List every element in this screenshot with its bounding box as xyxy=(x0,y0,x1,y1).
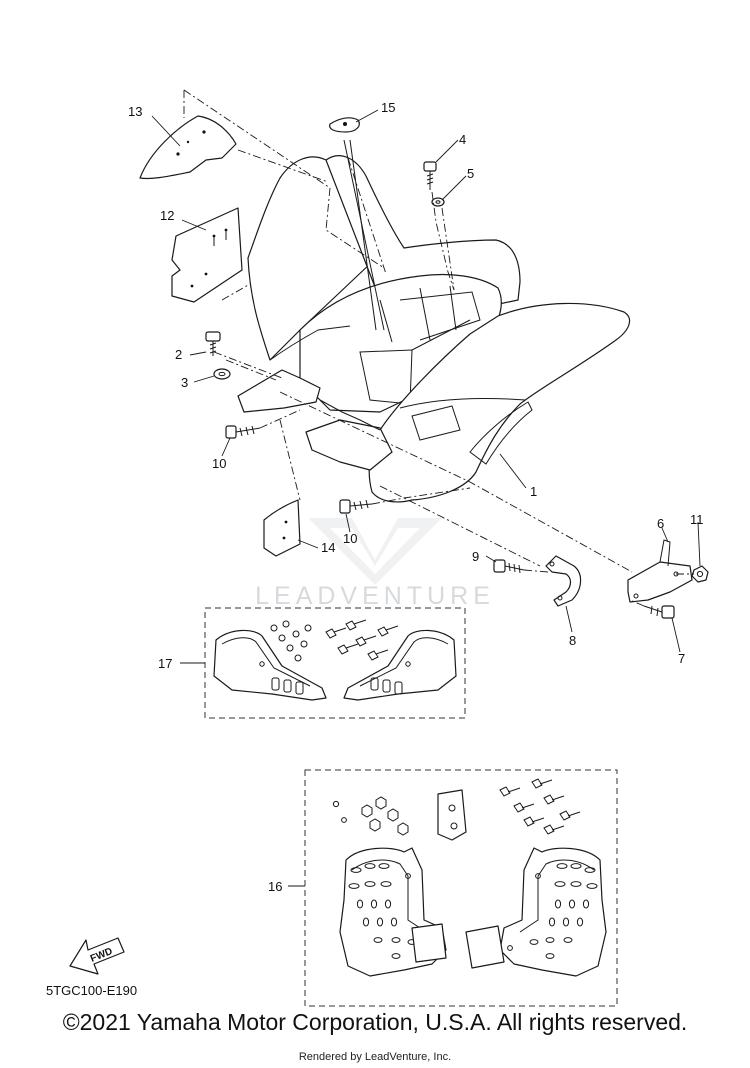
bolt-10-left xyxy=(225,425,261,439)
callout-9: 9 xyxy=(472,549,479,564)
callout-8: 8 xyxy=(569,633,576,648)
pad-15 xyxy=(329,117,360,133)
rendered-by-notice: Rendered by LeadVenture, Inc. xyxy=(298,1051,452,1063)
callout-12: 12 xyxy=(160,208,174,223)
callout-4: 4 xyxy=(459,132,466,147)
fwd-arrow-icon: FWD xyxy=(69,937,125,975)
kit-16-footwell-right xyxy=(499,847,607,977)
callout-numbers: 1 2 3 4 5 6 7 8 9 10 10 11 12 13 14 15 1… xyxy=(128,100,704,894)
callout-2: 2 xyxy=(175,347,182,362)
kit-16-bracket xyxy=(437,789,467,841)
decal-13 xyxy=(139,115,237,180)
bolt-10-right xyxy=(339,499,373,514)
callout-3: 3 xyxy=(181,375,188,390)
callout-10-second: 10 xyxy=(343,531,357,546)
washer-3 xyxy=(213,368,231,380)
callout-11: 11 xyxy=(690,512,704,527)
callout-14: 14 xyxy=(321,540,335,555)
bolt-7 xyxy=(643,605,675,619)
rear-fender xyxy=(237,155,631,503)
callout-13: 13 xyxy=(128,104,142,119)
watermark-logo xyxy=(308,518,442,585)
assembly-lines xyxy=(183,89,694,607)
kit-17-footrest-right xyxy=(343,629,457,701)
kit-16-heel-guard-right xyxy=(465,925,505,969)
decal-14 xyxy=(263,499,301,557)
kit-16-heel-guard-left xyxy=(411,923,447,963)
kit-16-hardware xyxy=(332,778,581,836)
washer-5 xyxy=(431,197,445,207)
reference-code: 5TGC100-E190 xyxy=(46,983,137,998)
bracket-8 xyxy=(545,555,582,607)
callout-16: 16 xyxy=(268,879,282,894)
kit-16-box xyxy=(304,769,618,1007)
bracket-6 xyxy=(627,539,693,603)
callout-17: 17 xyxy=(158,656,172,671)
kit-17-footrest-left xyxy=(213,629,327,701)
nut-11 xyxy=(691,565,709,583)
bolt-9 xyxy=(493,559,525,574)
copyright-notice: ©2021 Yamaha Motor Corporation, U.S.A. A… xyxy=(62,1009,688,1035)
callout-1: 1 xyxy=(530,484,537,499)
leader-lines xyxy=(151,109,701,887)
callout-6: 6 xyxy=(657,516,664,531)
watermark-text: LEADVENTURE xyxy=(255,582,495,610)
kit-17-hardware xyxy=(270,619,399,662)
bolt-4 xyxy=(423,161,437,190)
callout-10: 10 xyxy=(212,456,226,471)
callout-5: 5 xyxy=(467,166,474,181)
decal-12 xyxy=(171,207,243,303)
bolt-2 xyxy=(205,331,221,356)
callout-7: 7 xyxy=(678,651,685,666)
callout-15: 15 xyxy=(381,100,395,115)
